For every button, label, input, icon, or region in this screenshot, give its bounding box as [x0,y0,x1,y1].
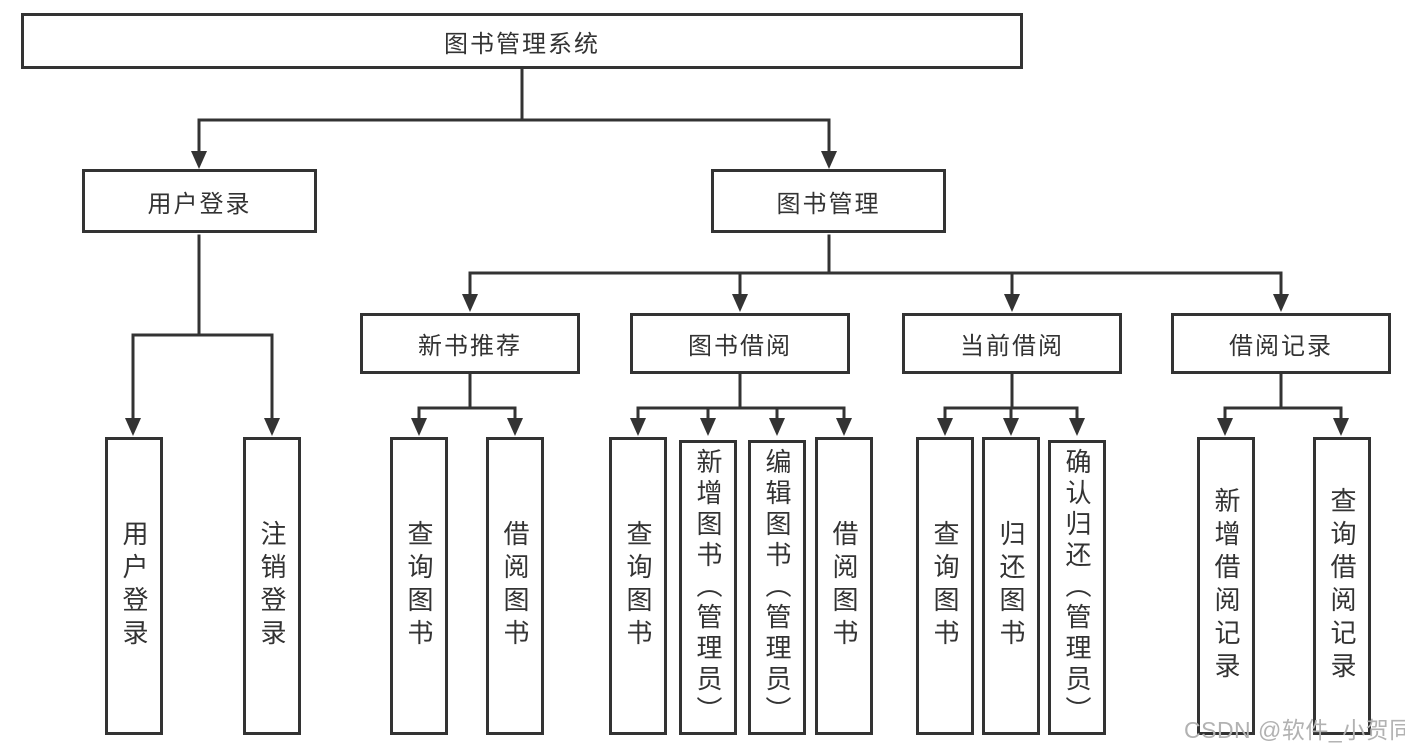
arrowheads [125,151,1349,436]
node-leaf-cb-return-book: 归还图书 [982,437,1040,735]
node-current-borrow: 当前借阅 [902,313,1122,374]
node-leaf-bb-query-book: 查询图书 [609,437,667,735]
node-leaf-user-login: 用户登录 [105,437,163,735]
node-leaf-bb-edit-book-admin: 编辑图书（管理员） [748,440,806,735]
node-leaf-cb-confirm-return-admin: 确认归还（管理员） [1048,440,1106,735]
node-borrow-records: 借阅记录 [1171,313,1391,374]
node-leaf-br-query-record: 查询借阅记录 [1313,437,1371,735]
node-user-login: 用户登录 [82,169,317,233]
connector-paths [131,67,1343,421]
node-leaf-bb-borrow-book: 借阅图书 [815,437,873,735]
node-book-management: 图书管理 [711,169,946,233]
node-library-management-system: 图书管理系统 [21,13,1023,69]
node-book-borrow: 图书借阅 [630,313,850,374]
node-leaf-cb-query-book: 查询图书 [916,437,974,735]
node-new-book-recommend: 新书推荐 [360,313,580,374]
node-leaf-br-add-record: 新增借阅记录 [1197,437,1255,735]
watermark: CSDN @软件_小贺同学 [1184,717,1405,743]
node-leaf-nbr-borrow-book: 借阅图书 [486,437,544,735]
node-leaf-bb-add-book-admin: 新增图书（管理员） [679,440,737,735]
node-leaf-logout-login: 注销登录 [243,437,301,735]
node-leaf-nbr-query-book: 查询图书 [390,437,448,735]
